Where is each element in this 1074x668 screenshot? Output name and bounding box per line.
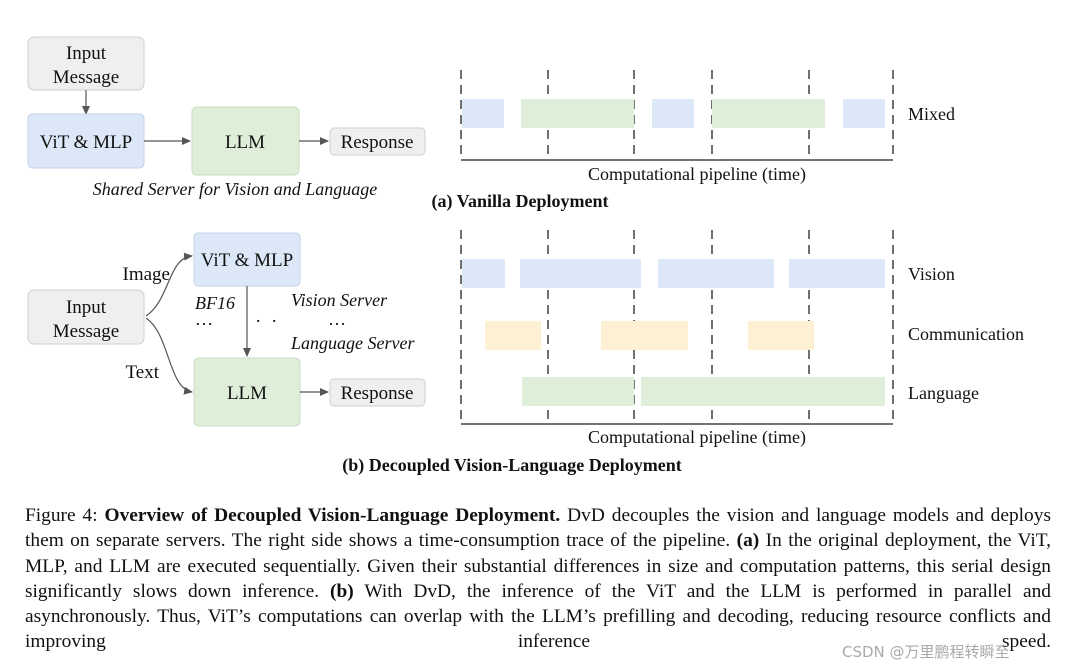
server-divider-dot-1: . xyxy=(256,306,261,326)
caption-title: Overview of Decoupled Vision-Language De… xyxy=(104,505,561,526)
lane-label-vision: Vision xyxy=(908,264,955,284)
vision-segment-2 xyxy=(520,259,641,288)
figure-caption: Figure 4: Overview of Decoupled Vision-L… xyxy=(25,503,1051,655)
axis-label-a: Computational pipeline (time) xyxy=(588,164,806,185)
message-label-b: Message xyxy=(53,321,119,342)
response-label-a: Response xyxy=(341,132,414,153)
response-box-b xyxy=(329,378,426,407)
mixed-language-segment-1 xyxy=(521,99,634,128)
caption-figure-label: Figure 4: xyxy=(25,505,105,526)
vision-server-label: Vision Server xyxy=(291,290,388,310)
communication-segment-1 xyxy=(485,321,541,350)
input-label-a: Input xyxy=(66,43,107,64)
subcaption-b: (b) Decoupled Vision-Language Deployment xyxy=(342,455,682,476)
watermark: CSDN @万里鹏程转瞬至 xyxy=(842,643,1010,661)
server-divider-ellipsis-left: … xyxy=(195,309,213,329)
arrow-input-to-llm-b xyxy=(145,317,193,395)
communication-segment-2 xyxy=(601,321,688,350)
mixed-vision-segment-1 xyxy=(462,99,504,128)
caption-b-label: (b) xyxy=(330,580,354,602)
language-segment-1 xyxy=(522,377,634,406)
mixed-vision-segment-3 xyxy=(843,99,885,128)
lane-label-communication: Communication xyxy=(908,324,1024,344)
vision-segment-4 xyxy=(789,259,885,288)
language-server-label: Language Server xyxy=(290,333,415,353)
language-segment-2 xyxy=(641,377,885,406)
caption-text-2: In the original deployment, the ViT, MLP… xyxy=(25,530,1052,602)
mixed-language-segment-2 xyxy=(712,99,825,128)
decoupled-diagram: Input Message Image Text ViT & MLP BF16 … xyxy=(27,232,426,427)
caption-text-1: DvD decouples the vision and language mo… xyxy=(25,505,1051,552)
response-box-a xyxy=(329,127,426,156)
arrow-input-to-vit-b xyxy=(145,252,193,317)
figure-diagram: Input Message ViT & MLP LLM Response Sha… xyxy=(27,36,1024,476)
server-divider-ellipsis-right: … xyxy=(328,309,346,329)
lane-label-language: Language xyxy=(908,383,979,403)
bf16-label: BF16 xyxy=(195,293,235,313)
vision-segment-1 xyxy=(462,259,505,288)
input-message-box-b xyxy=(27,289,145,345)
server-divider-dot-2: . xyxy=(272,306,277,326)
axis-label-b: Computational pipeline (time) xyxy=(588,427,806,448)
message-label-a: Message xyxy=(53,67,119,88)
vit-mlp-label-a: ViT & MLP xyxy=(40,132,132,153)
llm-label-a: LLM xyxy=(225,132,265,153)
decoupled-timeline: Vision Communication Language Computatio… xyxy=(342,230,1024,476)
response-label-b: Response xyxy=(341,383,414,404)
vanilla-timeline: Mixed Computational pipeline (time) (a) … xyxy=(431,70,955,212)
input-label-b: Input xyxy=(66,297,107,318)
lane-label-mixed: Mixed xyxy=(908,104,955,124)
vit-mlp-label-b: ViT & MLP xyxy=(201,250,293,271)
shared-server-label: Shared Server for Vision and Language xyxy=(93,179,377,199)
caption-a-label: (a) xyxy=(736,530,760,552)
mixed-vision-segment-2 xyxy=(652,99,694,128)
image-edge-label: Image xyxy=(123,264,170,285)
llm-label-b: LLM xyxy=(227,383,267,404)
subcaption-a: (a) Vanilla Deployment xyxy=(431,191,608,212)
communication-segment-3 xyxy=(748,321,814,350)
text-edge-label: Text xyxy=(126,362,160,383)
vision-segment-3 xyxy=(658,259,774,288)
caption-text-3: With DvD, the inference of the ViT and t… xyxy=(25,580,1051,653)
vanilla-diagram: Input Message ViT & MLP LLM Response Sha… xyxy=(27,36,426,199)
